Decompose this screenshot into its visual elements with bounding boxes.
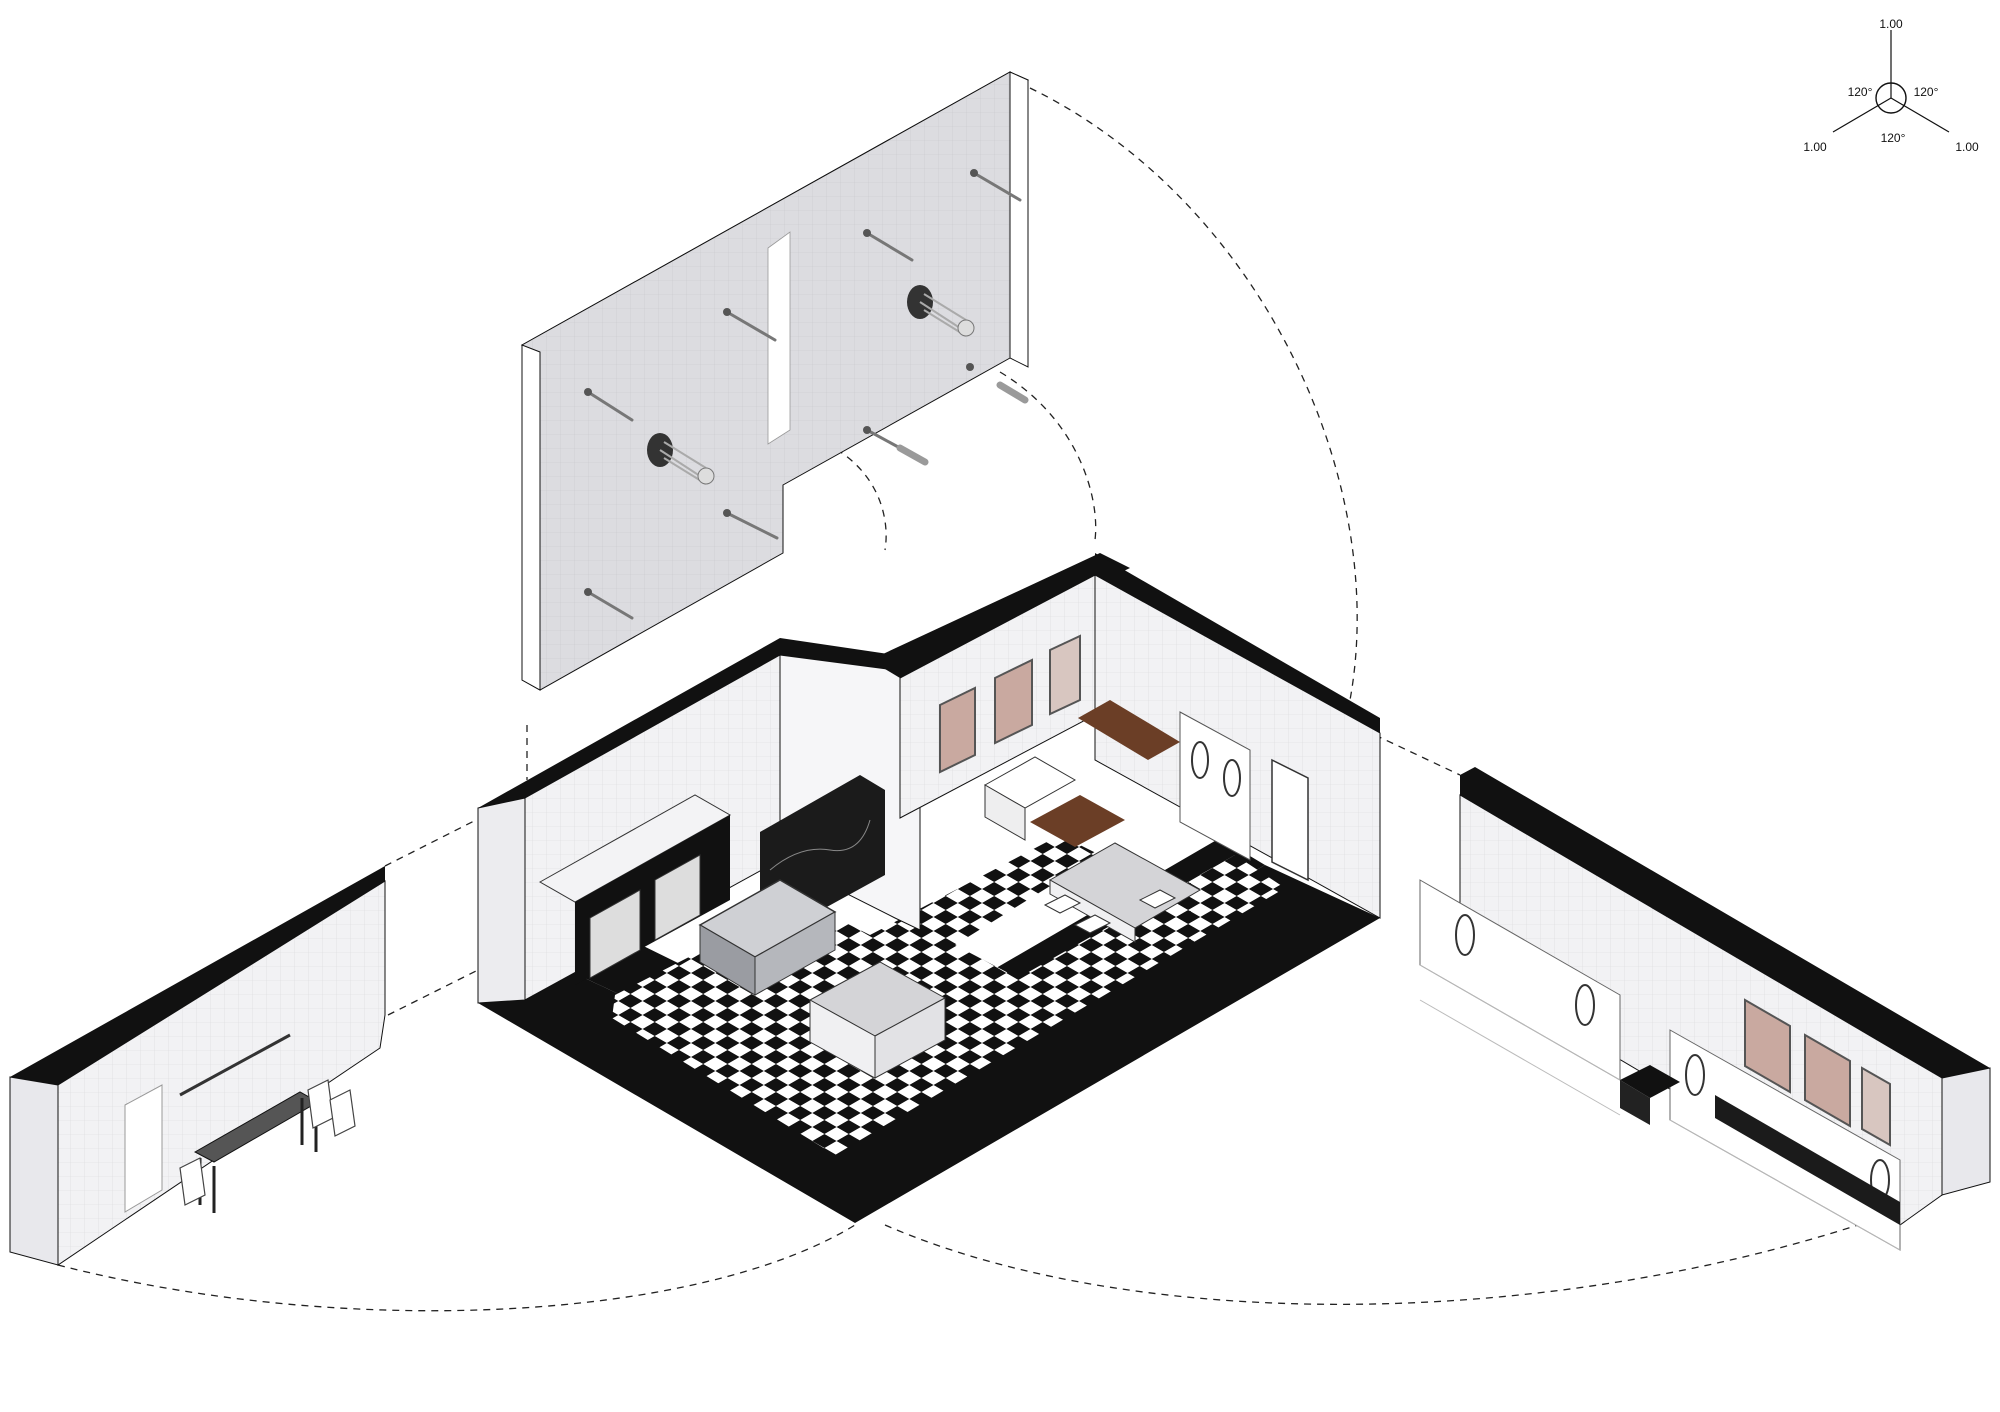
partition-top [870, 553, 1130, 678]
main-room [477, 553, 1381, 1223]
ceiling-panel-thickness [1009, 71, 1029, 368]
window [1804, 1033, 1851, 1128]
right-elev-black-box [1620, 1065, 1680, 1098]
vent-fan-left [647, 433, 715, 485]
dash-left-wall-bottom [387, 969, 479, 1016]
left-wall-chairs [179, 1079, 356, 1206]
right-elev-end [1941, 1067, 1991, 1196]
axis-top-scale: 1.00 [1879, 17, 1903, 31]
axis-angle-right: 120° [1914, 85, 1939, 99]
vent-fan-right [907, 285, 975, 337]
wood-floor-strip [1030, 795, 1125, 847]
left-wall-door [124, 1084, 163, 1213]
left-wall-rail [179, 1033, 291, 1097]
axis-legend: 1.00 1.00 1.00 120° 120° 120° [1803, 17, 1979, 154]
anchor-hole [584, 388, 592, 396]
right-wall-door [1271, 758, 1309, 882]
tall-cabinets-right [1179, 711, 1251, 861]
center-island [808, 961, 947, 1079]
dash-right-wall-top [1374, 734, 1461, 776]
right-elev-top [1460, 767, 1990, 1078]
right-wall-elevation [1419, 767, 1991, 1251]
right-elev-windows [1744, 998, 1891, 1147]
left-wall-elevation [9, 866, 386, 1266]
ceiling-panel [520, 71, 1030, 691]
arc-ceiling-pipe [824, 442, 887, 551]
right-elev-marble-counter [1715, 1095, 1900, 1225]
axis-origin-circle [1875, 82, 1907, 114]
axis-angle-left: 120° [1848, 85, 1873, 99]
wood-counter [1078, 700, 1180, 760]
main-left-wall-end [477, 797, 526, 1004]
glass-island [698, 879, 837, 996]
dash-left-wall-top [384, 817, 481, 867]
axis-angle-bottom: 120° [1881, 131, 1906, 145]
ceiling-anchors [586, 171, 1022, 620]
left-wall-top [10, 866, 385, 1085]
window [1744, 998, 1791, 1094]
right-elev-drawers [1419, 964, 1901, 1251]
arc-bottom-left [57, 1224, 856, 1312]
sink-unit [983, 756, 1077, 841]
left-wall-end [9, 1076, 59, 1266]
right-wall-top [1095, 553, 1380, 733]
arc-bottom-right [884, 1194, 1943, 1305]
window [939, 686, 976, 774]
window [1861, 1066, 1891, 1147]
construction-lines [57, 87, 1943, 1312]
kitchen-range [538, 794, 732, 985]
window [994, 658, 1033, 745]
light-slot [767, 231, 791, 445]
dining-table [1043, 842, 1202, 943]
arc-ceiling-right [1029, 87, 1358, 701]
ceiling-pipes [896, 381, 1029, 466]
back-windows [939, 634, 1081, 774]
window [1049, 634, 1081, 716]
arc-ceiling-inner [999, 371, 1097, 541]
axis-left-scale: 1.00 [1803, 140, 1827, 154]
axis-right-scale: 1.00 [1955, 140, 1979, 154]
